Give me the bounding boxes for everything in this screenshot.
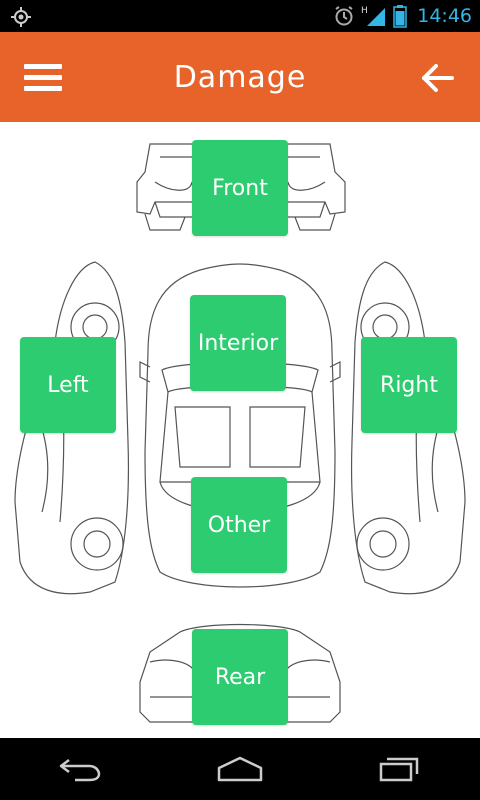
alarm-icon (335, 6, 353, 26)
page-title: Damage (173, 59, 307, 95)
back-icon (59, 759, 101, 782)
car-front-view (136, 143, 346, 231)
back-arrow-icon[interactable] (418, 58, 458, 98)
front-zone-button[interactable]: Front (192, 140, 288, 236)
nav-back-button[interactable] (50, 749, 110, 789)
gps-icon (11, 7, 31, 27)
right-zone-button[interactable]: Right (361, 337, 457, 433)
nav-home-button[interactable] (210, 749, 270, 789)
left-zone-button[interactable]: Left (20, 337, 116, 433)
svg-text:H: H (361, 6, 368, 16)
rear-zone-button[interactable]: Rear (192, 629, 288, 725)
app-bar: Damage (0, 32, 480, 122)
nav-recent-apps-button[interactable] (370, 749, 430, 789)
signal-icon: H (361, 6, 386, 26)
menu-button[interactable] (24, 62, 64, 94)
other-zone-button[interactable]: Other (191, 477, 287, 573)
interior-zone-button[interactable]: Interior (190, 295, 286, 391)
system-nav-bar (0, 738, 480, 800)
recent-apps-icon (379, 757, 419, 782)
home-icon (217, 756, 263, 782)
status-icons: H 14:46 (333, 4, 472, 28)
status-bar: H 14:46 (0, 0, 480, 32)
status-time: 14:46 (417, 5, 472, 27)
battery-icon (393, 5, 407, 28)
damage-content: Front Interior Left Right Other Rear (0, 122, 480, 738)
menu-icon (24, 64, 62, 69)
